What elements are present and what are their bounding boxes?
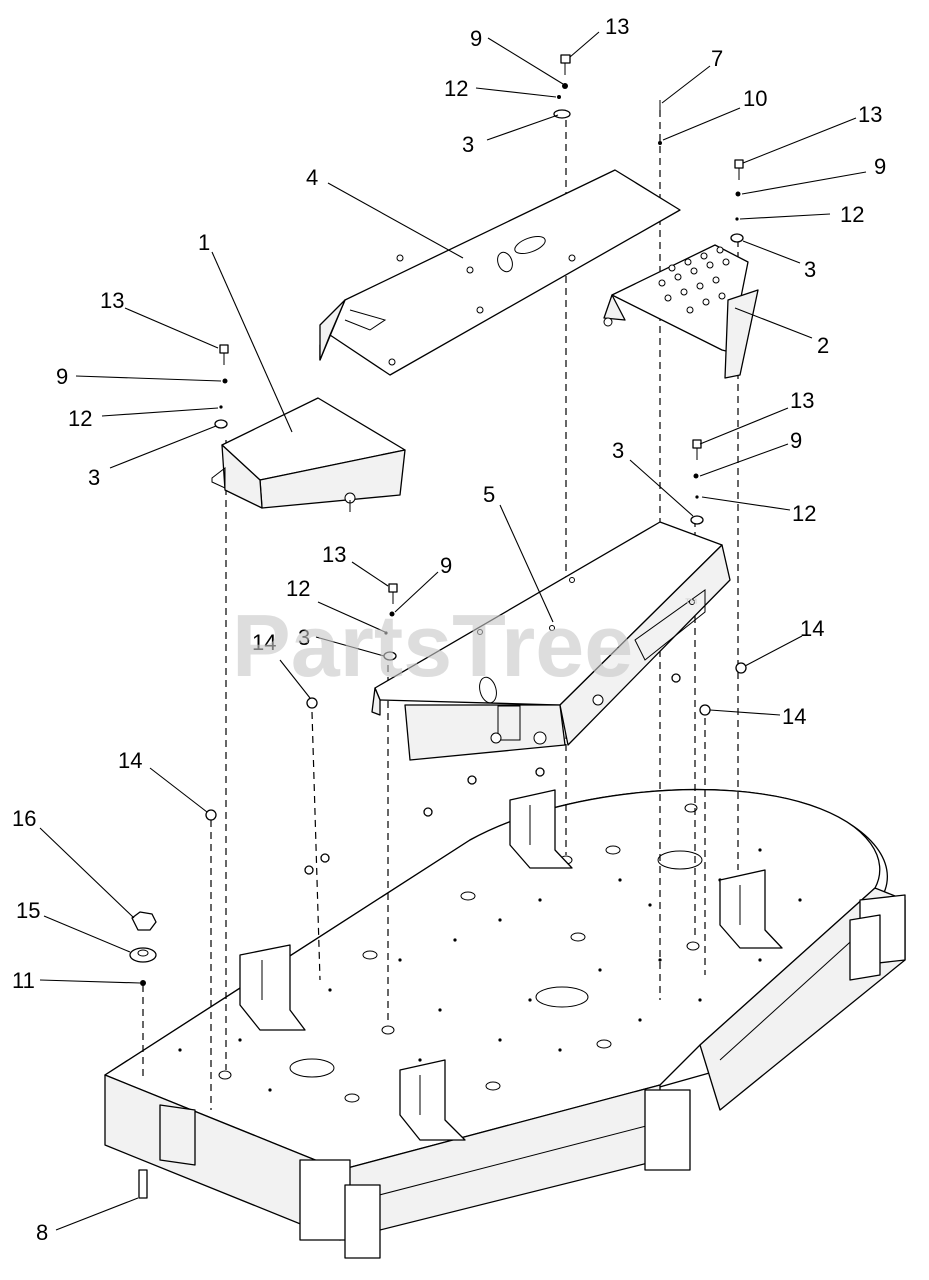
callout-1: 1 — [198, 230, 210, 255]
callout-13: 13 — [100, 288, 124, 313]
watermark-trademark: ™ — [684, 595, 698, 611]
callout-11: 11 — [12, 968, 35, 993]
callout-9: 9 — [874, 154, 886, 179]
callout-9: 9 — [470, 26, 482, 51]
part-5-channel-cover — [371, 521, 731, 761]
partstree-watermark: PartsTree ™ — [232, 595, 698, 695]
callout-9: 9 — [56, 364, 68, 389]
watermark-text: PartsTree — [232, 596, 633, 695]
callout-7: 7 — [711, 46, 723, 71]
shield-perforations — [658, 246, 730, 314]
part-4-cover-plate — [319, 169, 681, 376]
callout-2: 2 — [817, 333, 829, 358]
callout-13: 13 — [790, 388, 814, 413]
callout-10: 10 — [743, 86, 767, 111]
callout-16: 16 — [12, 806, 36, 831]
callout-14: 14 — [782, 704, 806, 729]
callout-3: 3 — [804, 257, 816, 282]
callout-3: 3 — [88, 465, 100, 490]
callout-5: 5 — [483, 482, 495, 507]
callout-9: 9 — [440, 553, 452, 578]
callout-3: 3 — [298, 625, 310, 650]
callout-8: 8 — [36, 1220, 48, 1245]
callout-12: 12 — [68, 406, 92, 431]
callout-3: 3 — [612, 438, 624, 463]
callout-14: 14 — [800, 616, 824, 641]
callout-15: 15 — [16, 898, 40, 923]
callout-12: 12 — [840, 202, 864, 227]
callout-9: 9 — [790, 428, 802, 453]
callout-12: 12 — [444, 76, 468, 101]
callout-14: 14 — [118, 748, 142, 773]
part-2-shield — [603, 244, 759, 379]
callout-13: 13 — [858, 102, 882, 127]
callout-labels: 1 2 3 3 3 3 3 4 5 7 8 9 9 9 9 9 10 11 12… — [12, 14, 886, 1245]
callout-13: 13 — [322, 542, 346, 567]
callout-14: 14 — [252, 630, 276, 655]
leader-lines — [39, 31, 867, 1231]
callout-3: 3 — [462, 132, 474, 157]
part-1-box-cover — [211, 397, 406, 512]
hardware — [129, 54, 747, 1199]
mower-deck — [104, 789, 906, 1259]
callout-4: 4 — [306, 165, 318, 190]
callout-13: 13 — [605, 14, 629, 39]
callout-12: 12 — [792, 501, 816, 526]
callout-12: 12 — [286, 576, 310, 601]
